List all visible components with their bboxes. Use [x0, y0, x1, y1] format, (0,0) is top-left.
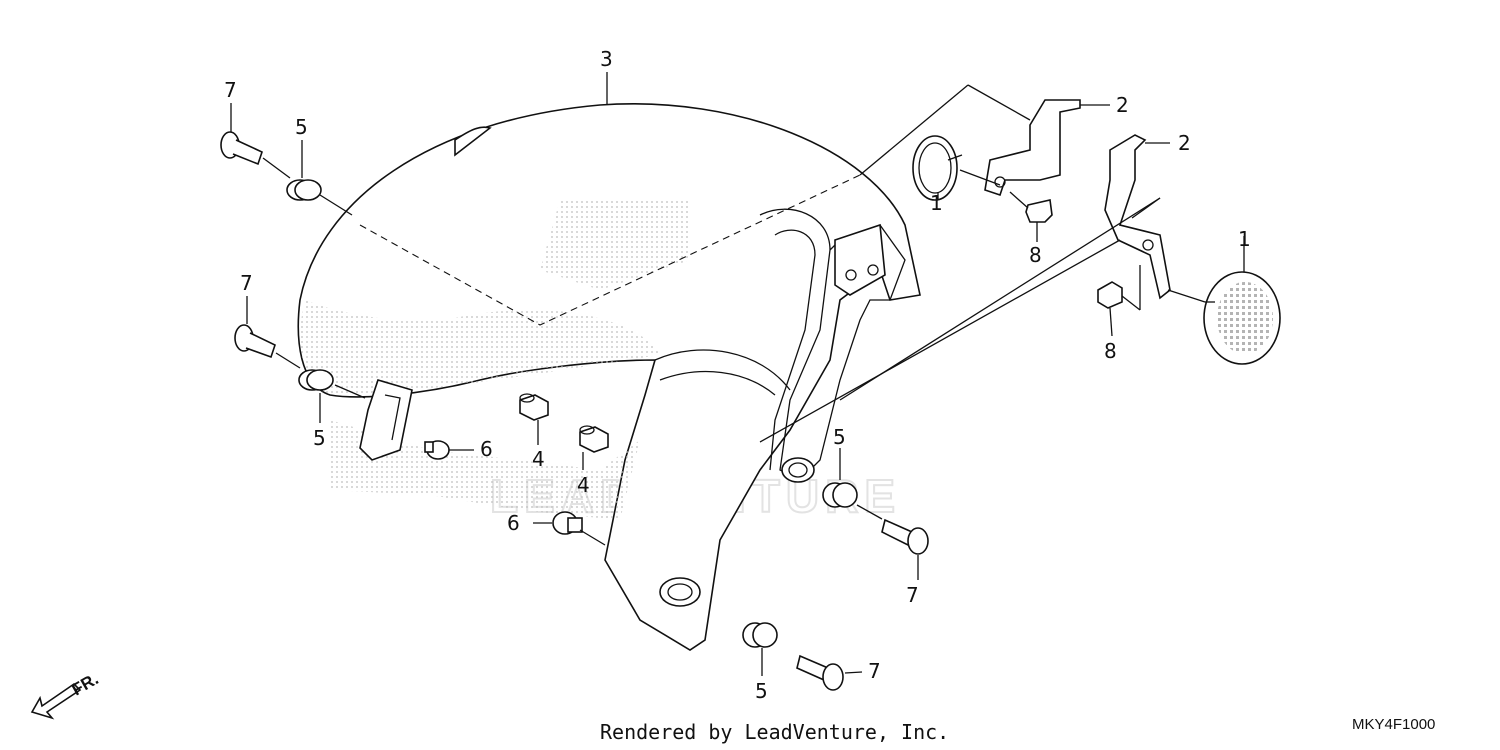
callout-1a: 1: [930, 191, 943, 215]
guide-dashed: [359, 174, 861, 326]
grommet-mid-left: [298, 369, 334, 391]
bracket-lower: [1104, 134, 1171, 300]
callout-1b: 1: [1238, 227, 1251, 251]
reflector-right: [1203, 271, 1281, 365]
bracket-upper: [984, 99, 1081, 197]
callout-8b: 8: [1104, 339, 1117, 363]
screw-center: [552, 511, 583, 535]
callout-5a: 5: [295, 115, 308, 139]
grommet-top-left: [286, 179, 322, 201]
front-fender: [297, 103, 921, 651]
bolt-lower-right: [881, 518, 929, 555]
render-credit: Rendered by LeadVenture, Inc.: [600, 720, 949, 744]
bolt-top-left: [220, 131, 263, 166]
callout-7c: 7: [906, 583, 919, 607]
callout-6b: 6: [507, 511, 520, 535]
nut-lower: [1097, 281, 1123, 309]
leader-lines: [230, 72, 1245, 676]
collar-lower: [579, 425, 609, 453]
callout-8a: 8: [1029, 243, 1042, 267]
grommet-bottom: [742, 622, 778, 648]
callout-5d: 5: [755, 679, 768, 703]
callout-2a: 2: [1116, 93, 1129, 117]
callout-7a: 7: [224, 78, 237, 102]
callout-7b: 7: [240, 271, 253, 295]
collar-upper: [519, 393, 549, 421]
reflector-left: [912, 135, 963, 201]
bolt-mid-left: [234, 324, 276, 359]
callout-4a: 4: [532, 447, 545, 471]
callout-7d: 7: [868, 659, 881, 683]
callout-2b: 2: [1178, 131, 1191, 155]
diagram-code: MKY4F1000: [1352, 716, 1435, 733]
callout-4b: 4: [577, 473, 590, 497]
callout-5c: 5: [833, 425, 846, 449]
front-direction-arrow: FR.: [30, 669, 102, 720]
nut-upper: [1025, 199, 1053, 223]
grommet-lower-right: [822, 482, 858, 508]
bolt-bottom: [796, 654, 844, 691]
callout-6a: 6: [480, 437, 493, 461]
callout-3: 3: [600, 47, 613, 71]
callout-5b: 5: [313, 426, 326, 450]
